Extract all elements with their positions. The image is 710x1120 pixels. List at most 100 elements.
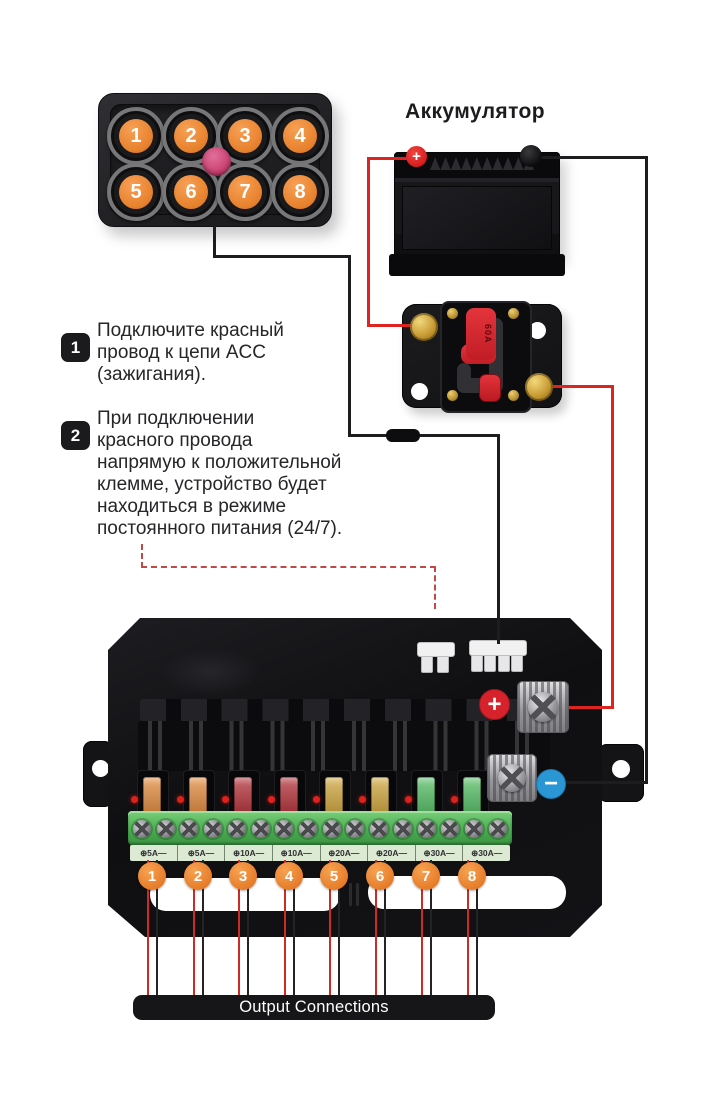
slot-ridge — [349, 883, 352, 906]
output-wire-red — [147, 860, 149, 996]
step-2-line: напрямую к положительной — [97, 452, 342, 473]
fuse-amp-label: ⊕5A— — [140, 847, 167, 858]
output-connections-bar: Output Connections — [133, 995, 495, 1020]
output-wire-black — [202, 860, 204, 996]
battery-plus-glyph: + — [412, 148, 421, 165]
battery-plus-terminal: + — [406, 146, 427, 167]
step-1-line: (зажигания). — [97, 364, 207, 385]
step-1-badge: 1 — [61, 333, 90, 362]
keypad-button-5: 5 — [107, 163, 165, 221]
keypad-cable — [348, 434, 500, 437]
keypad-button-2-label: 2 — [174, 119, 208, 153]
status-led — [405, 796, 412, 803]
terminal-screw — [346, 820, 365, 838]
output-wire-black — [430, 860, 432, 996]
status-led — [451, 796, 458, 803]
terminal-screw — [227, 820, 246, 838]
terminal-screw — [417, 820, 436, 838]
acc-connector — [417, 642, 455, 673]
output-wire-black — [338, 860, 340, 996]
keypad-button-5-label: 5 — [119, 175, 153, 209]
breaker-rating-label: 60A — [483, 324, 493, 344]
ground-screw — [498, 764, 526, 792]
positive-wire — [541, 385, 614, 388]
keypad-button-8: 8 — [271, 163, 329, 221]
positive-wire — [367, 157, 370, 327]
terminal-screws — [133, 817, 507, 841]
terminal-screw — [275, 820, 294, 838]
relay-socket-row — [138, 721, 550, 771]
fuse-amp-label: ⊕30A— — [462, 845, 510, 861]
output-wire-red — [329, 860, 331, 996]
breaker-module: 60A — [440, 301, 532, 413]
keypad-button-4-label: 4 — [283, 119, 317, 153]
relay-connector-row — [140, 699, 548, 721]
output-number-3: 3 — [229, 862, 257, 890]
output-number-8: 8 — [458, 862, 486, 890]
fusebox-mount-hole-right — [612, 760, 630, 778]
battery — [394, 152, 560, 258]
step-2-line: постоянного питания (24/7). — [97, 518, 343, 539]
minus-icon: − — [536, 769, 566, 799]
output-wire-black — [384, 860, 386, 996]
keypad-cable — [213, 224, 216, 258]
fuse-amp-labels: ⊕5A— ⊕5A— ⊕10A— ⊕10A— ⊕20A— ⊕20A— ⊕30A— … — [130, 845, 510, 861]
terminal-screw — [156, 820, 175, 838]
output-wire-black — [247, 860, 249, 996]
terminal-screw — [393, 820, 412, 838]
output-wire-red — [421, 860, 423, 996]
breaker-screw — [447, 308, 458, 319]
fusebox-logo-smudge — [160, 648, 260, 696]
fuse-amp-label: ⊕5A— — [176, 845, 225, 861]
breaker-lever-channel — [457, 363, 471, 393]
keypad-button-1: 1 — [107, 107, 165, 165]
terminal-screw — [299, 820, 318, 838]
step-2-line: клемме, устройство будет — [97, 474, 327, 495]
output-wire-red — [467, 860, 469, 996]
fuse-amp-label: ⊕10A— — [224, 845, 272, 861]
output-wire-black — [476, 860, 478, 996]
keypad-cable — [497, 434, 500, 644]
fuse-amp-label: ⊕20A— — [319, 845, 368, 861]
positive-wire — [367, 324, 425, 327]
terminal-screw — [488, 820, 507, 838]
status-led — [222, 796, 229, 803]
breaker-lever: 60A — [466, 308, 496, 360]
output-number-2: 2 — [184, 862, 212, 890]
slot-ridge — [356, 883, 359, 906]
status-led — [359, 796, 366, 803]
dashed-pointer-line — [141, 566, 436, 568]
fuse-amp-label: ⊕10A— — [271, 845, 320, 861]
output-wire-red — [193, 860, 195, 996]
step-2-line: красного провода — [97, 430, 253, 451]
status-led — [268, 796, 275, 803]
positive-wire — [611, 385, 614, 709]
step-1-text: Подключите красный провод к цепи ACC (за… — [97, 320, 352, 386]
step-1-line: Подключите красный — [97, 320, 284, 341]
keypad-center-knob — [202, 147, 231, 176]
output-wire-red — [375, 860, 377, 996]
breaker-terminal-out — [525, 373, 553, 401]
battery-vent-caps — [430, 157, 534, 170]
ground-terminal — [487, 754, 537, 802]
breaker-screw — [447, 390, 458, 401]
terminal-screw — [441, 820, 460, 838]
keypad-button-1-label: 1 — [119, 119, 153, 153]
status-led — [313, 796, 320, 803]
keypad-cable — [213, 255, 351, 258]
step-2-line: находиться в режиме — [97, 496, 287, 517]
fusebox-mount-hole-left — [92, 760, 109, 777]
keypad-connector — [469, 640, 527, 673]
breaker-mount-hole-bottom — [411, 383, 428, 400]
breaker-screw — [508, 390, 519, 401]
step-2-badge: 2 — [61, 421, 90, 450]
breaker-mount-hole-top — [529, 322, 546, 339]
terminal-screw — [133, 820, 151, 838]
step-2-text: При подключении красного провода напряму… — [97, 408, 357, 540]
output-wire-red — [284, 860, 286, 996]
step-1-line: провод к цепи ACC — [97, 342, 266, 363]
plus-icon: + — [479, 689, 510, 720]
terminal-screw — [370, 820, 389, 838]
step-2-line: При подключении — [97, 408, 255, 429]
